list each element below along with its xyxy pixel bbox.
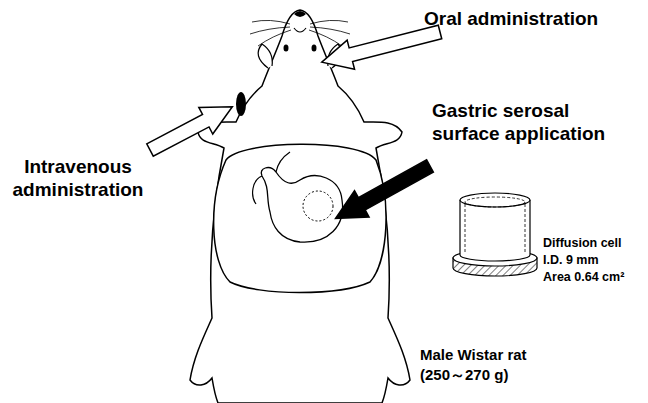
- rat-outline: [190, 10, 410, 403]
- duodenum: [253, 176, 262, 204]
- gastric-arrow: [328, 153, 437, 232]
- rat-eye: [312, 45, 317, 52]
- esophagus: [276, 152, 290, 172]
- part-name: Diffusion cell: [543, 236, 646, 251]
- route-label: Intravenous administration: [8, 156, 148, 202]
- abdominal-opening: [214, 144, 386, 292]
- whiskers: [250, 20, 350, 46]
- rat-ear: [258, 44, 272, 68]
- rat-eye: [284, 45, 289, 52]
- rat-nose: [294, 11, 306, 17]
- stomach: [261, 168, 342, 243]
- application-site: [303, 191, 333, 221]
- animal-label: (250～270 g): [420, 366, 620, 384]
- diffusion-cell: [453, 193, 537, 276]
- jugular-incision: [236, 92, 246, 116]
- dimension-label: Area 0.64 cm²: [543, 270, 646, 285]
- route-label: Gastric serosal surface application: [432, 100, 632, 146]
- dimension-label: I.D. 9 mm: [543, 253, 646, 268]
- animal-label: Male Wistar rat: [420, 346, 620, 364]
- iv-arrow: [143, 93, 239, 163]
- route-label: Oral administration: [424, 8, 644, 31]
- rat-mouth: [294, 28, 306, 32]
